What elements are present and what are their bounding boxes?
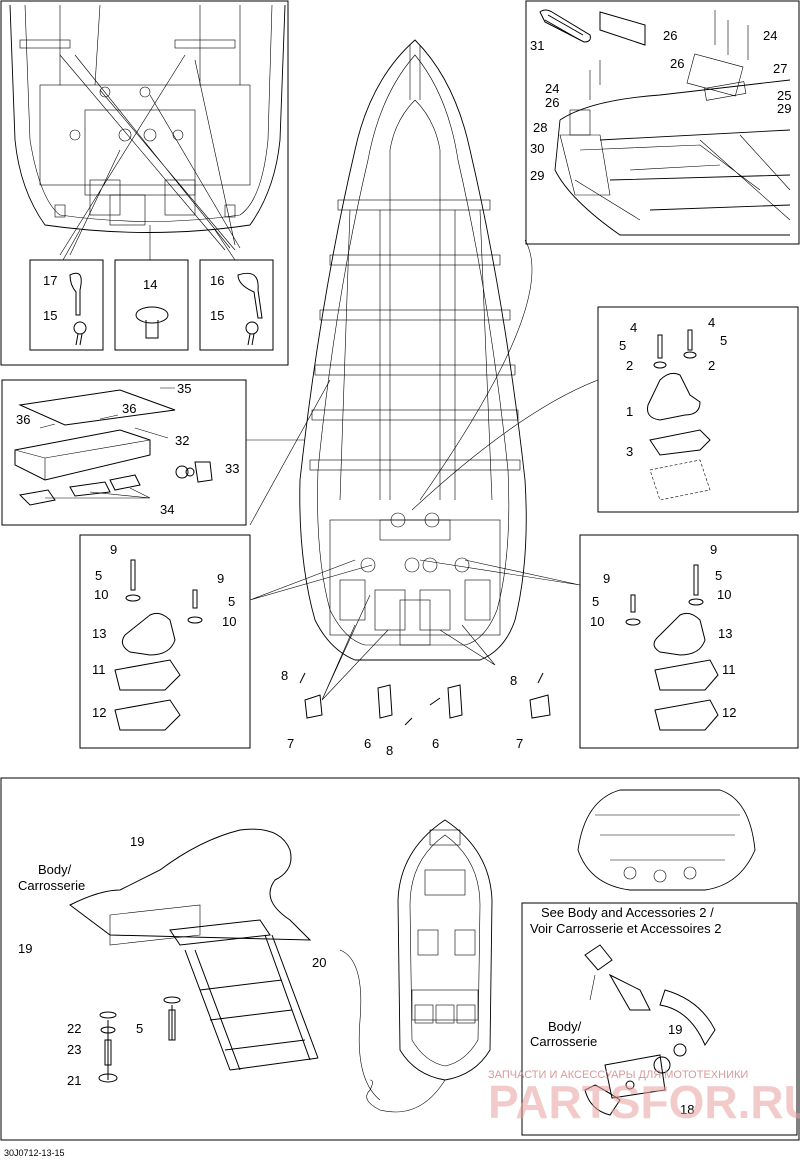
note-body-right-line1: Body/ xyxy=(548,1019,582,1034)
callout-13-left: 13 xyxy=(92,626,106,641)
callout-16: 16 xyxy=(210,273,224,288)
mount-illustrations xyxy=(114,329,719,731)
callout-18: 18 xyxy=(680,1102,694,1117)
callout-2-left: 2 xyxy=(626,358,633,373)
callout-35: 35 xyxy=(177,381,191,396)
notes: Body/ Carrosserie Body/ Carrosserie See … xyxy=(18,862,721,1049)
callout-9-right-b: 9 xyxy=(603,571,610,586)
callout-36-right: 36 xyxy=(122,401,136,416)
callout-5-left-a: 5 xyxy=(95,568,102,583)
callout-6-right: 6 xyxy=(432,736,439,751)
callout-7-left: 7 xyxy=(287,736,294,751)
detail-box-17-15 xyxy=(29,259,104,351)
callout-11-left: 11 xyxy=(92,662,106,677)
note-body-right-line2: Carrosserie xyxy=(530,1034,597,1049)
callout-5-top-right: 5 xyxy=(720,333,727,348)
callout-19-left: 19 xyxy=(18,941,32,956)
callout-10-left-b: 10 xyxy=(222,614,236,629)
callout-26-top: 26 xyxy=(663,28,677,43)
note-body-left-line1: Body/ xyxy=(38,862,72,877)
callout-10-right-a: 10 xyxy=(717,587,731,602)
callout-labels: 17 15 14 16 15 31 26 24 26 27 24 26 25 2… xyxy=(16,28,791,1117)
callout-36-left: 36 xyxy=(16,412,30,427)
bracket-illustrations xyxy=(299,672,551,726)
panel-storage-bin xyxy=(1,379,247,526)
note-body-left-line2: Carrosserie xyxy=(18,878,85,893)
callout-4-left: 4 xyxy=(630,320,637,335)
callout-8-center: 8 xyxy=(386,743,393,758)
boat-top-view-illustration xyxy=(339,819,493,1113)
callout-5-top-left: 5 xyxy=(619,338,626,353)
callout-5-left-b: 5 xyxy=(228,594,235,609)
callout-26-left: 26 xyxy=(545,95,559,110)
callout-10-left-a: 10 xyxy=(94,587,108,602)
callout-12-right: 12 xyxy=(722,705,736,720)
callout-26-mid: 26 xyxy=(670,56,684,71)
callout-25: 25 xyxy=(777,88,791,103)
callout-22: 22 xyxy=(67,1021,81,1036)
callout-6-left: 6 xyxy=(364,736,371,751)
panel-mount-left xyxy=(79,534,251,749)
panel-top-right xyxy=(525,0,800,245)
callout-5-right-a: 5 xyxy=(715,568,722,583)
reference-code: 30J0712-13-15 xyxy=(4,1148,65,1158)
callout-33: 33 xyxy=(225,461,239,476)
hull-rear-interior-illustration xyxy=(9,4,286,351)
callout-14: 14 xyxy=(143,277,157,292)
callout-28: 28 xyxy=(533,120,547,135)
storage-bin-illustration xyxy=(14,389,213,506)
callout-24-right: 24 xyxy=(763,28,777,43)
detail-box-16-15 xyxy=(199,259,274,351)
callout-4-right: 4 xyxy=(708,315,715,330)
callout-20: 20 xyxy=(312,955,326,970)
callout-15-left: 15 xyxy=(43,308,57,323)
callout-2-right: 2 xyxy=(708,358,715,373)
callout-31: 31 xyxy=(530,38,544,53)
callout-24-left: 24 xyxy=(545,81,559,96)
callout-19-right: 19 xyxy=(668,1022,682,1037)
callout-30: 30 xyxy=(530,141,544,156)
callout-12-left: 12 xyxy=(92,705,106,720)
callout-5-bottom: 5 xyxy=(136,1021,143,1036)
callout-7-right: 7 xyxy=(516,736,523,751)
callout-15-right: 15 xyxy=(210,308,224,323)
callout-8-left: 8 xyxy=(281,668,288,683)
panel-mount-right xyxy=(579,534,799,749)
callout-17: 17 xyxy=(43,273,57,288)
note-see-body-line2: Voir Carrosserie et Accessoires 2 xyxy=(530,921,721,936)
callout-5-right-b: 5 xyxy=(592,594,599,609)
panel-see-body xyxy=(521,902,798,1136)
callout-1: 1 xyxy=(626,404,633,419)
callout-29-left: 29 xyxy=(530,168,544,183)
callout-9-left-b: 9 xyxy=(217,571,224,586)
callout-27: 27 xyxy=(773,61,787,76)
callout-19-top: 19 xyxy=(130,834,144,849)
watermark-tagline: ЗАПЧАСТИ И АКСЕССУАРЫ ДЛЯ МОТОТЕХНИКИ xyxy=(488,1069,748,1081)
callout-11-right: 11 xyxy=(722,662,736,677)
watermark-brand: PARTSFOR.RU xyxy=(488,1076,800,1128)
callout-13-right: 13 xyxy=(718,626,732,641)
callout-34: 34 xyxy=(160,502,174,517)
callout-10-right-b: 10 xyxy=(590,614,604,629)
callout-9-left-top: 9 xyxy=(110,542,117,557)
hull-top-view xyxy=(299,39,527,661)
note-see-body-line1: See Body and Accessories 2 / xyxy=(541,905,714,920)
callout-32: 32 xyxy=(175,433,189,448)
leader-lines xyxy=(45,225,599,1001)
detail-box-14 xyxy=(114,259,189,351)
callout-3: 3 xyxy=(626,444,633,459)
callout-29-right: 29 xyxy=(777,101,791,116)
callout-21: 21 xyxy=(67,1073,81,1088)
watermark: ЗАПЧАСТИ И АКСЕССУАРЫ ДЛЯ МОТОТЕХНИКИ PA… xyxy=(488,1069,800,1128)
callout-23: 23 xyxy=(67,1042,81,1057)
bow-deck-illustration xyxy=(539,9,791,236)
callout-8-right: 8 xyxy=(510,673,517,688)
swim-ladder-illustration xyxy=(69,828,319,1083)
boat-rear-view-illustration xyxy=(577,789,756,891)
drain-plug-illustration xyxy=(584,944,716,1116)
callout-9-right-top: 9 xyxy=(710,542,717,557)
